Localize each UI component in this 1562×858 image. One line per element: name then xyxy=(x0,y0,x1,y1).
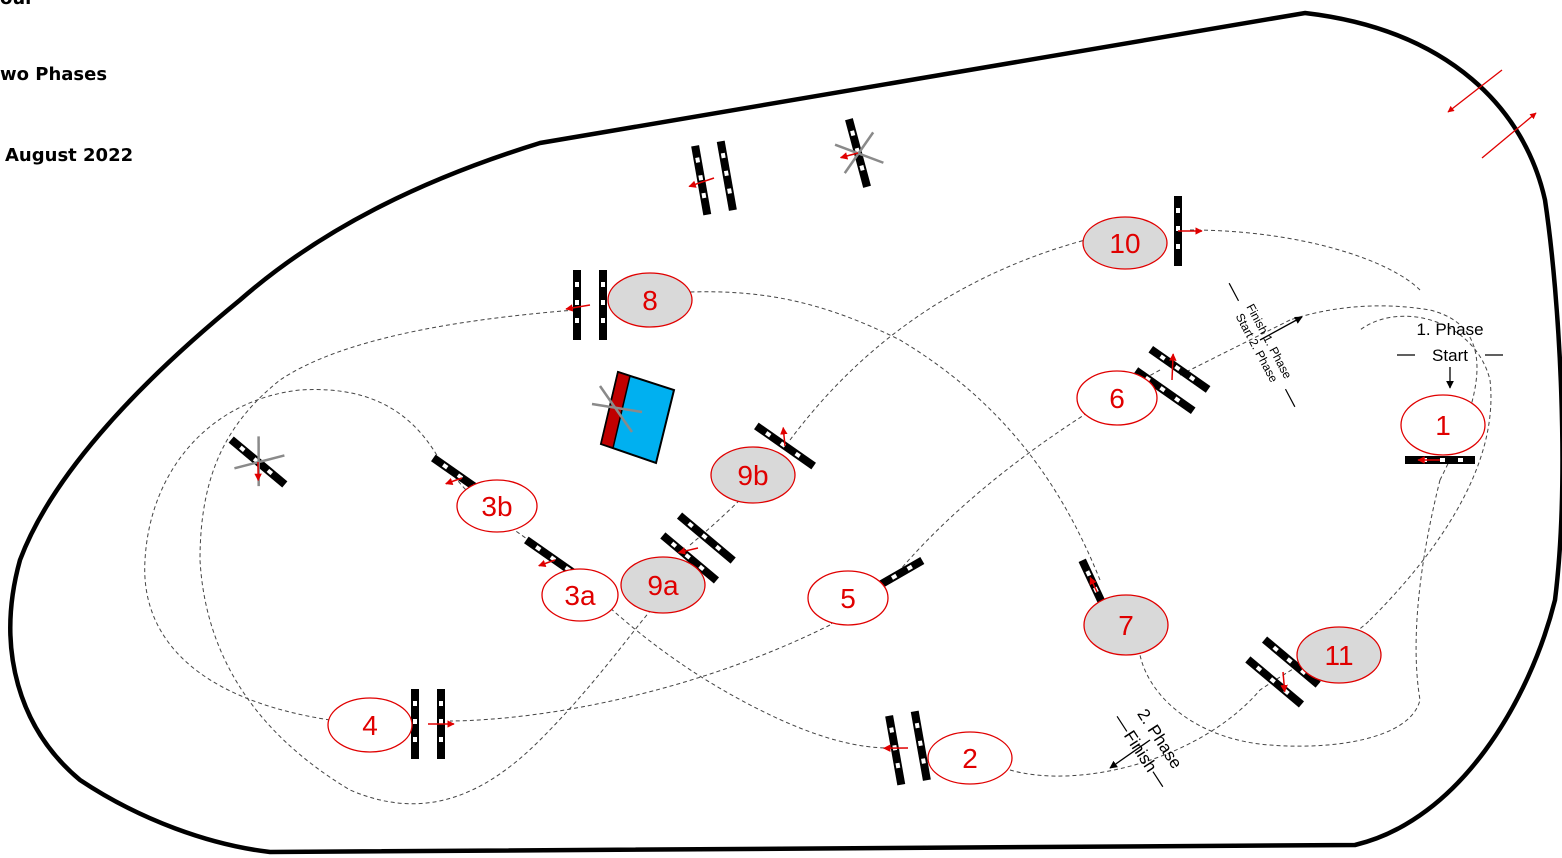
fence-rail xyxy=(1148,345,1211,393)
start-label: Start xyxy=(1432,346,1468,365)
fence xyxy=(228,436,288,488)
obstacle-number: 3b xyxy=(481,491,512,522)
obstacle-9b: 9b xyxy=(710,446,796,504)
obstacle-4: 4 xyxy=(327,697,413,753)
obstacle-1: 1 xyxy=(1400,394,1486,456)
obstacle-5: 5 xyxy=(807,570,889,626)
obstacle-ellipse xyxy=(541,568,619,622)
fence-rail xyxy=(1133,367,1196,415)
fence-rail xyxy=(573,270,581,340)
direction-arrow xyxy=(1280,671,1288,693)
obstacle-ellipse xyxy=(1296,626,1382,684)
fence-rail xyxy=(660,532,720,584)
obstacle-number: 10 xyxy=(1109,228,1140,259)
water-jump xyxy=(591,370,676,465)
obstacle-3b: 3b xyxy=(456,479,538,533)
fence xyxy=(1245,636,1321,708)
finish-arrow xyxy=(1109,739,1151,769)
direction-arrow xyxy=(565,304,591,312)
obstacle-ellipse xyxy=(620,556,706,614)
obstacle-numbers: 1 2 3a 3b 4 5 6 7 8 9a 9b 10 11 xyxy=(327,216,1486,785)
fence xyxy=(754,422,816,470)
obstacle-number: 6 xyxy=(1109,383,1125,414)
obstacle-number: 1 xyxy=(1435,410,1451,441)
obstacle-number: 8 xyxy=(642,285,658,316)
fence-rail xyxy=(676,512,736,564)
fence-rail xyxy=(910,710,931,781)
direction-arrow xyxy=(677,547,699,555)
fence xyxy=(688,140,737,216)
gate-arrows xyxy=(1447,69,1537,159)
header-line-1: our xyxy=(0,0,34,9)
obstacle-6: 6 xyxy=(1076,370,1158,426)
header-line-3: August 2022 xyxy=(5,145,134,166)
obstacle-number: 9b xyxy=(737,460,768,491)
fence xyxy=(1133,345,1211,415)
fence xyxy=(660,512,736,584)
obstacle-ellipse xyxy=(710,446,796,504)
direction-arrow xyxy=(254,461,262,482)
obstacle-7: 7 xyxy=(1083,594,1169,656)
obstacle-ellipse xyxy=(1400,394,1486,456)
obstacle-ellipse xyxy=(1083,594,1169,656)
fence-rail xyxy=(691,145,712,216)
fences xyxy=(228,118,1475,786)
fence xyxy=(1174,196,1203,266)
fence-rail xyxy=(599,270,607,340)
start-phase-label: 1. Phase xyxy=(1416,320,1483,339)
obstacle-number: 5 xyxy=(840,583,856,614)
direction-arrow xyxy=(445,477,463,486)
fence-rail xyxy=(885,715,906,786)
arena-border xyxy=(8,10,1562,855)
fence xyxy=(565,270,607,340)
direction-arrow xyxy=(1089,576,1098,593)
obstacle-11: 11 xyxy=(1296,626,1382,684)
obstacle-9a: 9a xyxy=(620,556,706,614)
header-line-2: wo Phases xyxy=(0,64,108,85)
obstacle-number: 3a xyxy=(564,580,596,611)
phase2-arrow xyxy=(1259,316,1303,341)
fence-rail xyxy=(716,140,737,211)
fence xyxy=(882,710,931,786)
fence xyxy=(834,118,884,188)
fence-rail xyxy=(1261,636,1321,688)
obstacle-2: 2 xyxy=(927,731,1013,785)
obstacle-ellipse xyxy=(1076,370,1158,426)
obstacle-ellipse xyxy=(456,479,538,533)
obstacle-3a: 3a xyxy=(541,568,619,622)
finish-start-marker: Finish 1. Phase Start 2. Phase xyxy=(1228,282,1296,408)
obstacle-ellipse xyxy=(1082,216,1168,270)
direction-arrow xyxy=(1169,353,1177,381)
direction-arrow xyxy=(780,426,788,447)
direction-arrow xyxy=(882,744,909,752)
obstacle-number: 4 xyxy=(362,710,378,741)
obstacle-number: 2 xyxy=(962,743,978,774)
fence xyxy=(411,689,455,759)
obstacle-ellipse xyxy=(327,697,413,753)
obstacle-ellipse xyxy=(807,570,889,626)
direction-arrow xyxy=(839,152,859,160)
obstacle-ellipse xyxy=(927,731,1013,785)
fence xyxy=(1405,456,1475,464)
obstacle-8: 8 xyxy=(607,272,693,328)
obstacle-10: 10 xyxy=(1082,216,1168,270)
direction-arrow xyxy=(538,559,556,568)
obstacle-number: 7 xyxy=(1118,610,1134,641)
obstacle-number: 11 xyxy=(1324,640,1353,671)
obstacle-number: 9a xyxy=(647,570,679,601)
direction-arrow xyxy=(688,177,715,188)
obstacle-ellipse xyxy=(607,272,693,328)
fence-rail xyxy=(411,689,419,759)
